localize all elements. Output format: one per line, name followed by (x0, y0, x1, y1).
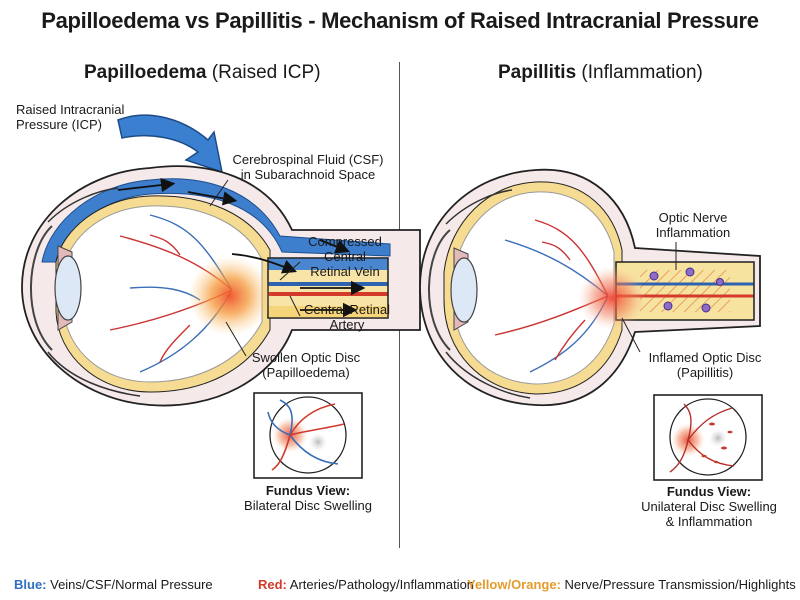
legend-yellow-text: Nerve/Pressure Transmission/Highlights (560, 577, 796, 592)
csf-layer (41, 178, 391, 263)
eyelid-right (445, 189, 513, 225)
papillitis-glow (578, 266, 646, 330)
left-panel-title-rest: (Raised ICP) (206, 62, 321, 83)
label-raised-icp-line2: Pressure (ICP) (16, 117, 102, 132)
label-nerve-line2: Inflammation (655, 225, 731, 240)
csf-flow-arrows (117, 177, 366, 318)
legend-red-text: Arteries/Pathology/Inflammation (286, 577, 475, 592)
fundus-caption-left-title: Fundus View: (265, 483, 351, 498)
fundus-right-hemorrhages (701, 422, 733, 464)
legend-red: Red: Arteries/Pathology/Inflammation (258, 577, 474, 592)
label-nerve-line1: Optic Nerve (658, 210, 728, 225)
inflammatory-cells (649, 267, 724, 313)
label-vein-line3: Retinal Vein (310, 264, 380, 279)
fundus-caption-right-line1: Unilateral Disc Swelling (641, 499, 777, 514)
label-artery-line2: Artery (329, 317, 365, 332)
papilloedema-glow (188, 256, 272, 336)
icp-arrow (117, 114, 223, 174)
fundus-caption-right-title: Fundus View: (666, 484, 752, 499)
right-panel-title: Papillitis (Inflammation) (498, 62, 703, 84)
legend-yellow-key: Yellow/Orange: (467, 577, 561, 592)
fundus-left-macula (309, 433, 327, 451)
label-swollen-disc: Swollen Optic Disc (Papilloedema) (236, 350, 376, 380)
csf-sheath-left-top (268, 258, 388, 270)
legend-blue-key: Blue: (14, 577, 47, 592)
fundus-caption-left-desc: Bilateral Disc Swelling (244, 498, 372, 513)
left-panel-title: Papilloedema (Raised ICP) (84, 62, 321, 84)
fundus-caption-right-line2: & Inflammation (665, 514, 753, 529)
fundus-right-macula (709, 429, 727, 447)
right-vitreous (453, 191, 615, 385)
legend-blue-text: Veins/CSF/Normal Pressure (46, 577, 213, 592)
csf-sheath-left-bottom (268, 306, 388, 318)
eyelid-left-lower (47, 351, 141, 397)
label-central-artery: Central Retinal Artery (295, 302, 399, 332)
left-panel-title-bold: Papilloedema (84, 62, 207, 83)
page-title: Papilloedema vs Papillitis - Mechanism o… (41, 8, 759, 33)
legend-yellow: Yellow/Orange: Nerve/Pressure Transmissi… (467, 577, 796, 592)
label-inflamed-disc: Inflamed Optic Disc (Papillitis) (630, 350, 780, 380)
fundus-caption-left: Fundus View: Bilateral Disc Swelling (228, 483, 388, 513)
label-swollen-disc-line2: (Papilloedema) (262, 365, 350, 380)
label-artery-line1: Central Retinal (304, 302, 390, 317)
lens-left (54, 255, 82, 321)
fundus-right-vessels (669, 403, 735, 473)
fundus-left-vessels (267, 399, 345, 471)
right-eye-diagram (419, 168, 763, 481)
right-leader-lines (621, 242, 677, 353)
fundus-caption-right: Fundus View: Unilateral Disc Swelling & … (624, 484, 794, 529)
label-csf: Cerebrospinal Fluid (CSF) in Subarachnoi… (218, 152, 398, 182)
eyelid-left (47, 187, 119, 223)
cornea-left (30, 225, 53, 351)
legend-blue: Blue: Veins/CSF/Normal Pressure (14, 577, 213, 592)
eyelid-right-lower (445, 351, 531, 399)
label-inflamed-disc-line1: Inflamed Optic Disc (648, 350, 762, 365)
lens-right (450, 257, 478, 323)
left-eye-diagram (21, 114, 421, 479)
label-vein-line1: Compressed (308, 234, 382, 249)
right-panel-title-bold: Papillitis (498, 62, 577, 83)
label-csf-line1: Cerebrospinal Fluid (CSF) (232, 152, 384, 167)
label-compressed-vein: Compressed Central Retinal Vein (300, 234, 390, 279)
label-swollen-disc-line1: Swollen Optic Disc (251, 350, 361, 365)
label-csf-line2: in Subarachnoid Space (240, 167, 376, 182)
left-leader-lines (209, 179, 301, 357)
label-raised-icp-line1: Raised Intracranial (16, 102, 125, 117)
right-panel-title-rest: (Inflammation) (576, 62, 703, 83)
label-inflamed-disc-line2: (Papillitis) (676, 365, 734, 380)
vitreous (63, 205, 263, 383)
cornea-right (428, 229, 451, 351)
label-raised-icp: Raised Intracranial Pressure (ICP) (16, 102, 124, 132)
legend-red-key: Red: (258, 577, 287, 592)
label-nerve-inflammation: Optic Nerve Inflammation (638, 210, 748, 240)
label-vein-line2: Central (324, 249, 366, 264)
